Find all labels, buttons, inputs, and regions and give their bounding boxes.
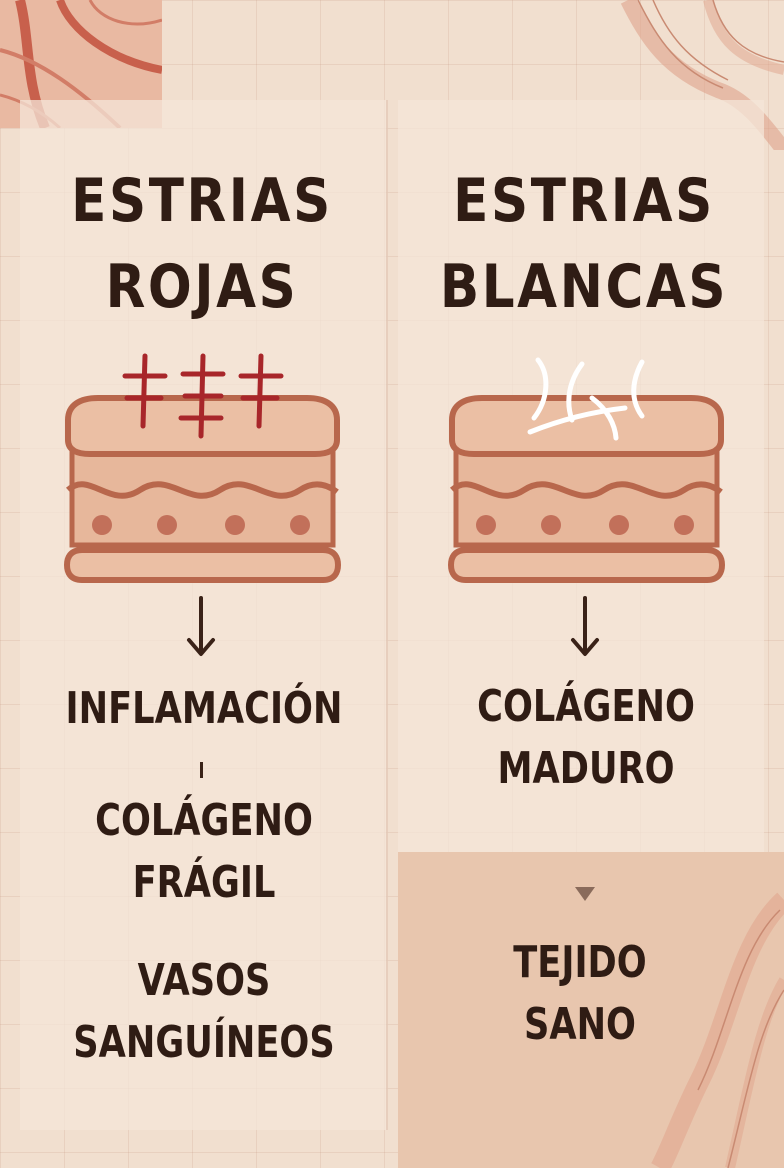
- label-vasos-sanguineos-line2: SANGUÍNEOS: [73, 1017, 335, 1068]
- label-inflamacion: INFLAMACIÓN: [47, 678, 361, 740]
- title-estrias-rojas: ESTRIAS ROJAS: [39, 158, 366, 330]
- label-vasos-sanguineos-line1: VASOS: [137, 955, 271, 1006]
- label-tejido-sano-line1: TEJIDO: [513, 937, 647, 988]
- label-vasos-sanguineos: VASOS SANGUÍNEOS: [47, 950, 361, 1074]
- separator-tick: [200, 762, 203, 778]
- label-tejido-sano-line2: SANO: [524, 999, 636, 1050]
- vein-texture-top-right: [620, 0, 784, 150]
- panel-estrias-rojas: [20, 100, 388, 1130]
- label-inflamacion-text: INFLAMACIÓN: [65, 683, 343, 734]
- vein-texture-bottom-right: [651, 892, 784, 1168]
- skin-layers-icon-right: [447, 395, 726, 583]
- title-left-line2: ROJAS: [105, 252, 299, 322]
- label-colageno-maduro-line1: COLÁGENO: [477, 681, 695, 732]
- label-colageno-fragil-line2: FRÁGIL: [132, 857, 276, 908]
- down-arrow-icon: [187, 596, 215, 656]
- title-right-line1: ESTRIAS: [453, 166, 715, 236]
- label-colageno-maduro-line2: MADURO: [497, 743, 675, 794]
- skin-layers-icon: [63, 395, 342, 583]
- label-colageno-maduro: COLÁGENO MADURO: [429, 676, 743, 800]
- title-right-line2: BLANCAS: [439, 252, 729, 322]
- label-tejido-sano: TEJIDO SANO: [423, 932, 737, 1056]
- title-left-line1: ESTRIAS: [71, 166, 333, 236]
- white-stretch-marks-icon: [527, 357, 645, 441]
- down-triangle-icon: [575, 887, 595, 901]
- red-stretch-marks-icon: [122, 353, 284, 439]
- label-colageno-fragil-line1: COLÁGENO: [95, 795, 313, 846]
- label-colageno-fragil: COLÁGENO FRÁGIL: [47, 790, 361, 914]
- down-arrow-icon-right: [571, 596, 599, 656]
- title-estrias-blancas: ESTRIAS BLANCAS: [421, 158, 748, 330]
